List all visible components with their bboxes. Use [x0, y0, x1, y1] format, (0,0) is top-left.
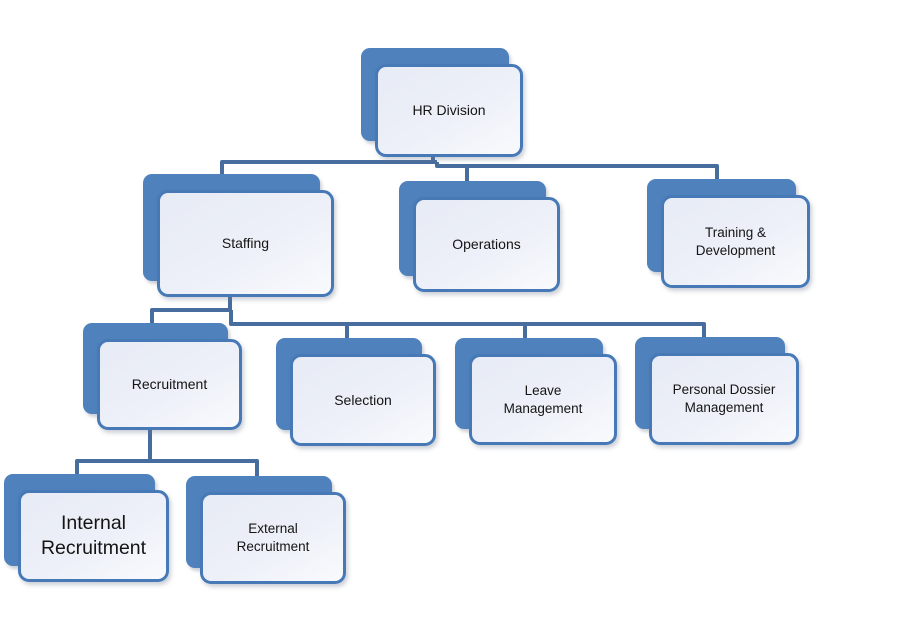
node-leave-management: Leave Management	[455, 338, 617, 445]
node-label-staffing: Staffing	[221, 235, 270, 252]
node-box-internal-recruitment: Internal Recruitment	[18, 490, 169, 582]
connector-recruitment-to-children	[75, 459, 259, 486]
node-box-hr-division: HR Division	[375, 64, 523, 157]
connector-hr-to-training	[435, 162, 719, 186]
node-label-internal-recruitment: Internal Recruitment	[40, 511, 147, 559]
node-box-leave-management: Leave Management	[469, 354, 617, 445]
node-box-operations: Operations	[413, 197, 560, 292]
node-box-staffing: Staffing	[157, 190, 334, 297]
node-box-training-development: Training & Development	[661, 195, 810, 288]
node-operations: Operations	[399, 181, 560, 292]
connector-staffing-to-dossier	[229, 310, 706, 345]
node-label-recruitment: Recruitment	[131, 376, 208, 393]
node-label-training-development: Training & Development	[695, 224, 776, 258]
node-hr-division: HR Division	[361, 48, 523, 157]
node-box-personal-dossier-management: Personal Dossier Management	[649, 353, 799, 445]
node-box-external-recruitment: External Recruitment	[200, 492, 346, 584]
node-label-personal-dossier-management: Personal Dossier Management	[672, 382, 776, 415]
node-box-selection: Selection	[290, 354, 436, 446]
node-label-hr-division: HR Division	[412, 102, 486, 119]
node-staffing: Staffing	[143, 174, 334, 297]
node-box-recruitment: Recruitment	[97, 339, 242, 430]
node-recruitment: Recruitment	[83, 323, 242, 430]
node-training-development: Training & Development	[647, 179, 810, 288]
node-label-leave-management: Leave Management	[503, 382, 583, 416]
node-label-external-recruitment: External Recruitment	[236, 521, 310, 554]
node-label-operations: Operations	[452, 236, 521, 253]
node-internal-recruitment: Internal Recruitment	[4, 474, 169, 582]
node-personal-dossier-management: Personal Dossier Management	[635, 337, 799, 445]
node-label-selection: Selection	[334, 391, 392, 408]
node-external-recruitment: External Recruitment	[186, 476, 346, 584]
node-selection: Selection	[276, 338, 436, 446]
